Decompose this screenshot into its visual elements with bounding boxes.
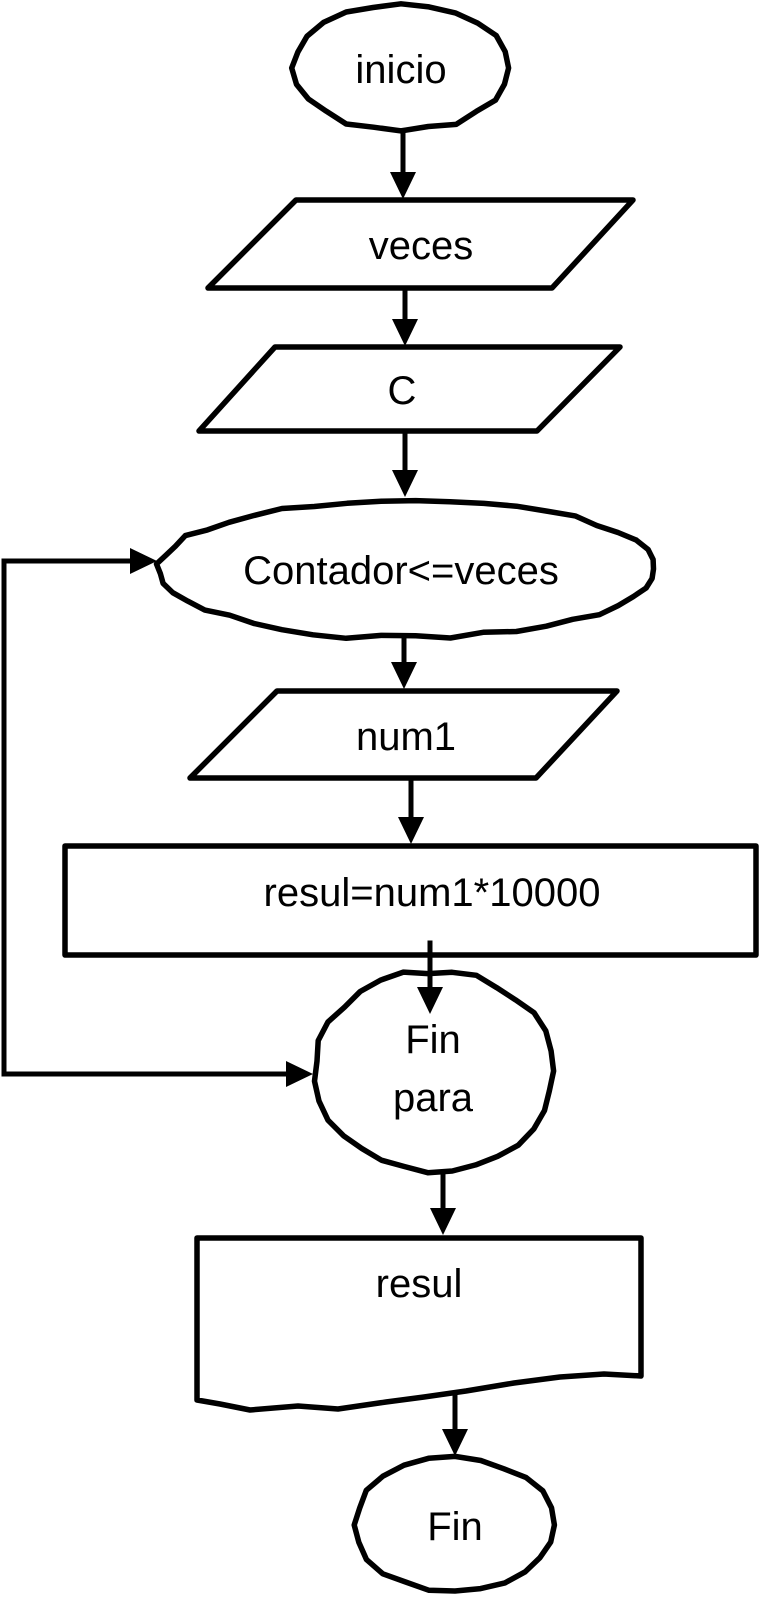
- node-input-num1-shape: [187, 688, 620, 781]
- node-inicio-shape: [288, 1, 512, 134]
- node-inicio-label: inicio: [355, 48, 446, 92]
- edge-loop-into-finpara-arrowhead-icon: [286, 1061, 313, 1087]
- edge-finpara-to-document: [430, 1169, 456, 1235]
- edge-process-to-finpara: [417, 940, 443, 1014]
- edge-num1-to-process: [398, 775, 424, 844]
- edge-veces-to-c: [392, 285, 418, 346]
- node-input-c-shape: [196, 344, 623, 434]
- node-fin-shape: [351, 1453, 558, 1594]
- node-fin: Fin: [351, 1453, 558, 1594]
- node-input-num1-label: num1: [356, 715, 456, 759]
- edge-condition-to-num1: [391, 635, 417, 689]
- node-fin-para: Fin para: [311, 969, 557, 1176]
- node-inicio: inicio: [288, 1, 512, 134]
- node-fin-para-label-0: Fin: [405, 1018, 461, 1062]
- node-input-veces-label: veces: [369, 224, 474, 268]
- node-output-resul-label: resul: [376, 1262, 463, 1306]
- edge-c-to-condition: [392, 428, 418, 497]
- edge-loop-into-condition-arrowhead-icon: [130, 548, 157, 574]
- node-fin-para-shape: [311, 969, 557, 1176]
- node-input-num1: num1: [187, 688, 620, 781]
- node-input-c-label: C: [388, 369, 417, 413]
- node-output-resul: resul: [194, 1235, 644, 1413]
- node-process-resul: resul=num1*10000: [62, 843, 759, 958]
- edge-finpara-to-document-arrowhead-icon: [430, 1208, 456, 1235]
- edge-num1-to-process-arrowhead-icon: [398, 817, 424, 844]
- node-fin-label: Fin: [427, 1505, 483, 1549]
- node-process-resul-label: resul=num1*10000: [264, 871, 601, 915]
- edge-loop-into-finpara: [1, 1061, 313, 1087]
- node-process-resul-shape: [62, 843, 759, 958]
- node-output-resul-shape: [194, 1235, 644, 1413]
- node-loop-condition-shape: [153, 497, 657, 642]
- node-input-veces-shape: [205, 197, 636, 291]
- edge-condition-to-num1-arrowhead-icon: [391, 662, 417, 689]
- node-loop-condition: Contador<=veces: [153, 497, 657, 642]
- edge-document-to-fin: [442, 1393, 468, 1456]
- edge-process-to-finpara-arrowhead-icon: [417, 987, 443, 1014]
- edge-inicio-to-veces: [390, 130, 416, 199]
- node-input-c: C: [196, 344, 623, 434]
- node-input-veces: veces: [205, 197, 636, 291]
- edge-inicio-to-veces-arrowhead-icon: [390, 172, 416, 199]
- edge-veces-to-c-arrowhead-icon: [392, 319, 418, 346]
- edge-document-to-fin-arrowhead-icon: [442, 1429, 468, 1456]
- node-loop-condition-label: Contador<=veces: [243, 549, 559, 593]
- edge-c-to-condition-arrowhead-icon: [392, 470, 418, 497]
- node-fin-para-label-1: para: [393, 1076, 474, 1120]
- edge-loop-into-condition: [1, 548, 157, 574]
